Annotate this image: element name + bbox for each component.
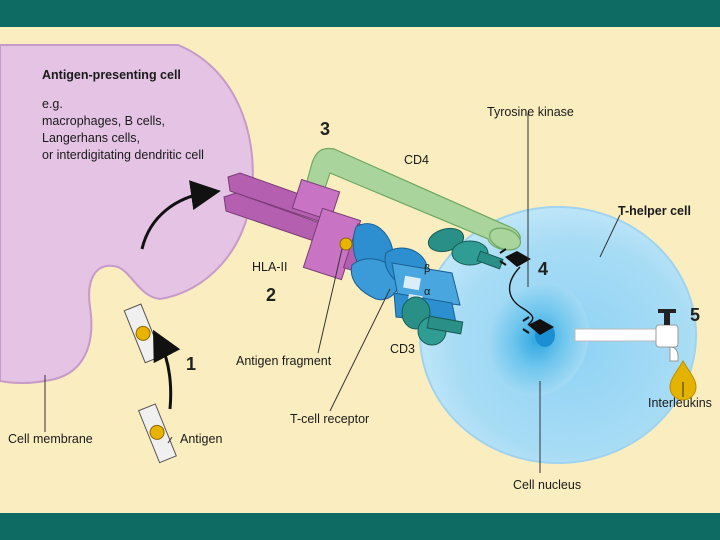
antigen-label: Antigen [180,432,222,446]
t-cell-receptor-label: T-cell receptor [290,412,369,426]
alpha-chain-label: α [424,286,431,298]
antigen-molecule-icon [137,403,177,464]
apc-example-line-1: macrophages, B cells, [42,114,165,128]
antigen-presentation-diagram: Antigen-presenting cell e.g. macrophages… [0,44,712,492]
step-number-3: 3 [320,119,330,139]
cell-nucleus-label: Cell nucleus [513,478,581,492]
cell-membrane-label: Cell membrane [8,432,93,446]
cd3-molecule [401,227,504,346]
interleukins-label: Interleukins [648,396,712,410]
t-helper-cell-label: T-helper cell [618,204,691,218]
apc-example-line-2: Langerhans cells, [42,131,140,145]
step-number-5: 5 [690,305,700,325]
cd4-molecule [299,147,522,251]
diagram-panel: Antigen-presenting cell e.g. macrophages… [0,27,720,513]
tyrosine-kinase-label: Tyrosine kinase [487,105,574,119]
step-number-1: 1 [186,354,196,374]
cd4-label: CD4 [404,153,429,167]
apc-cell-body [0,44,254,384]
interleukin-drop-icon [669,360,697,401]
apc-eg-label: e.g. [42,97,63,111]
faucet-icon [574,309,679,362]
antigen-fragment-label: Antigen fragment [236,354,332,368]
hla-ii-label: HLA-II [252,260,287,274]
step-number-2: 2 [266,285,276,305]
apc-title: Antigen-presenting cell [42,68,181,82]
tyrosine-kinase-icon [499,248,554,335]
arrow-step-1 [153,329,181,410]
cd3-label: CD3 [390,342,415,356]
apc-example-line-3: or interdigitating dendritic cell [42,148,204,162]
beta-chain-label: β [424,263,430,275]
arrow-to-surface [140,180,221,250]
antigen-molecule-icon [123,303,163,364]
step-number-4: 4 [538,259,548,279]
antigen-fragment-icon [339,237,353,251]
